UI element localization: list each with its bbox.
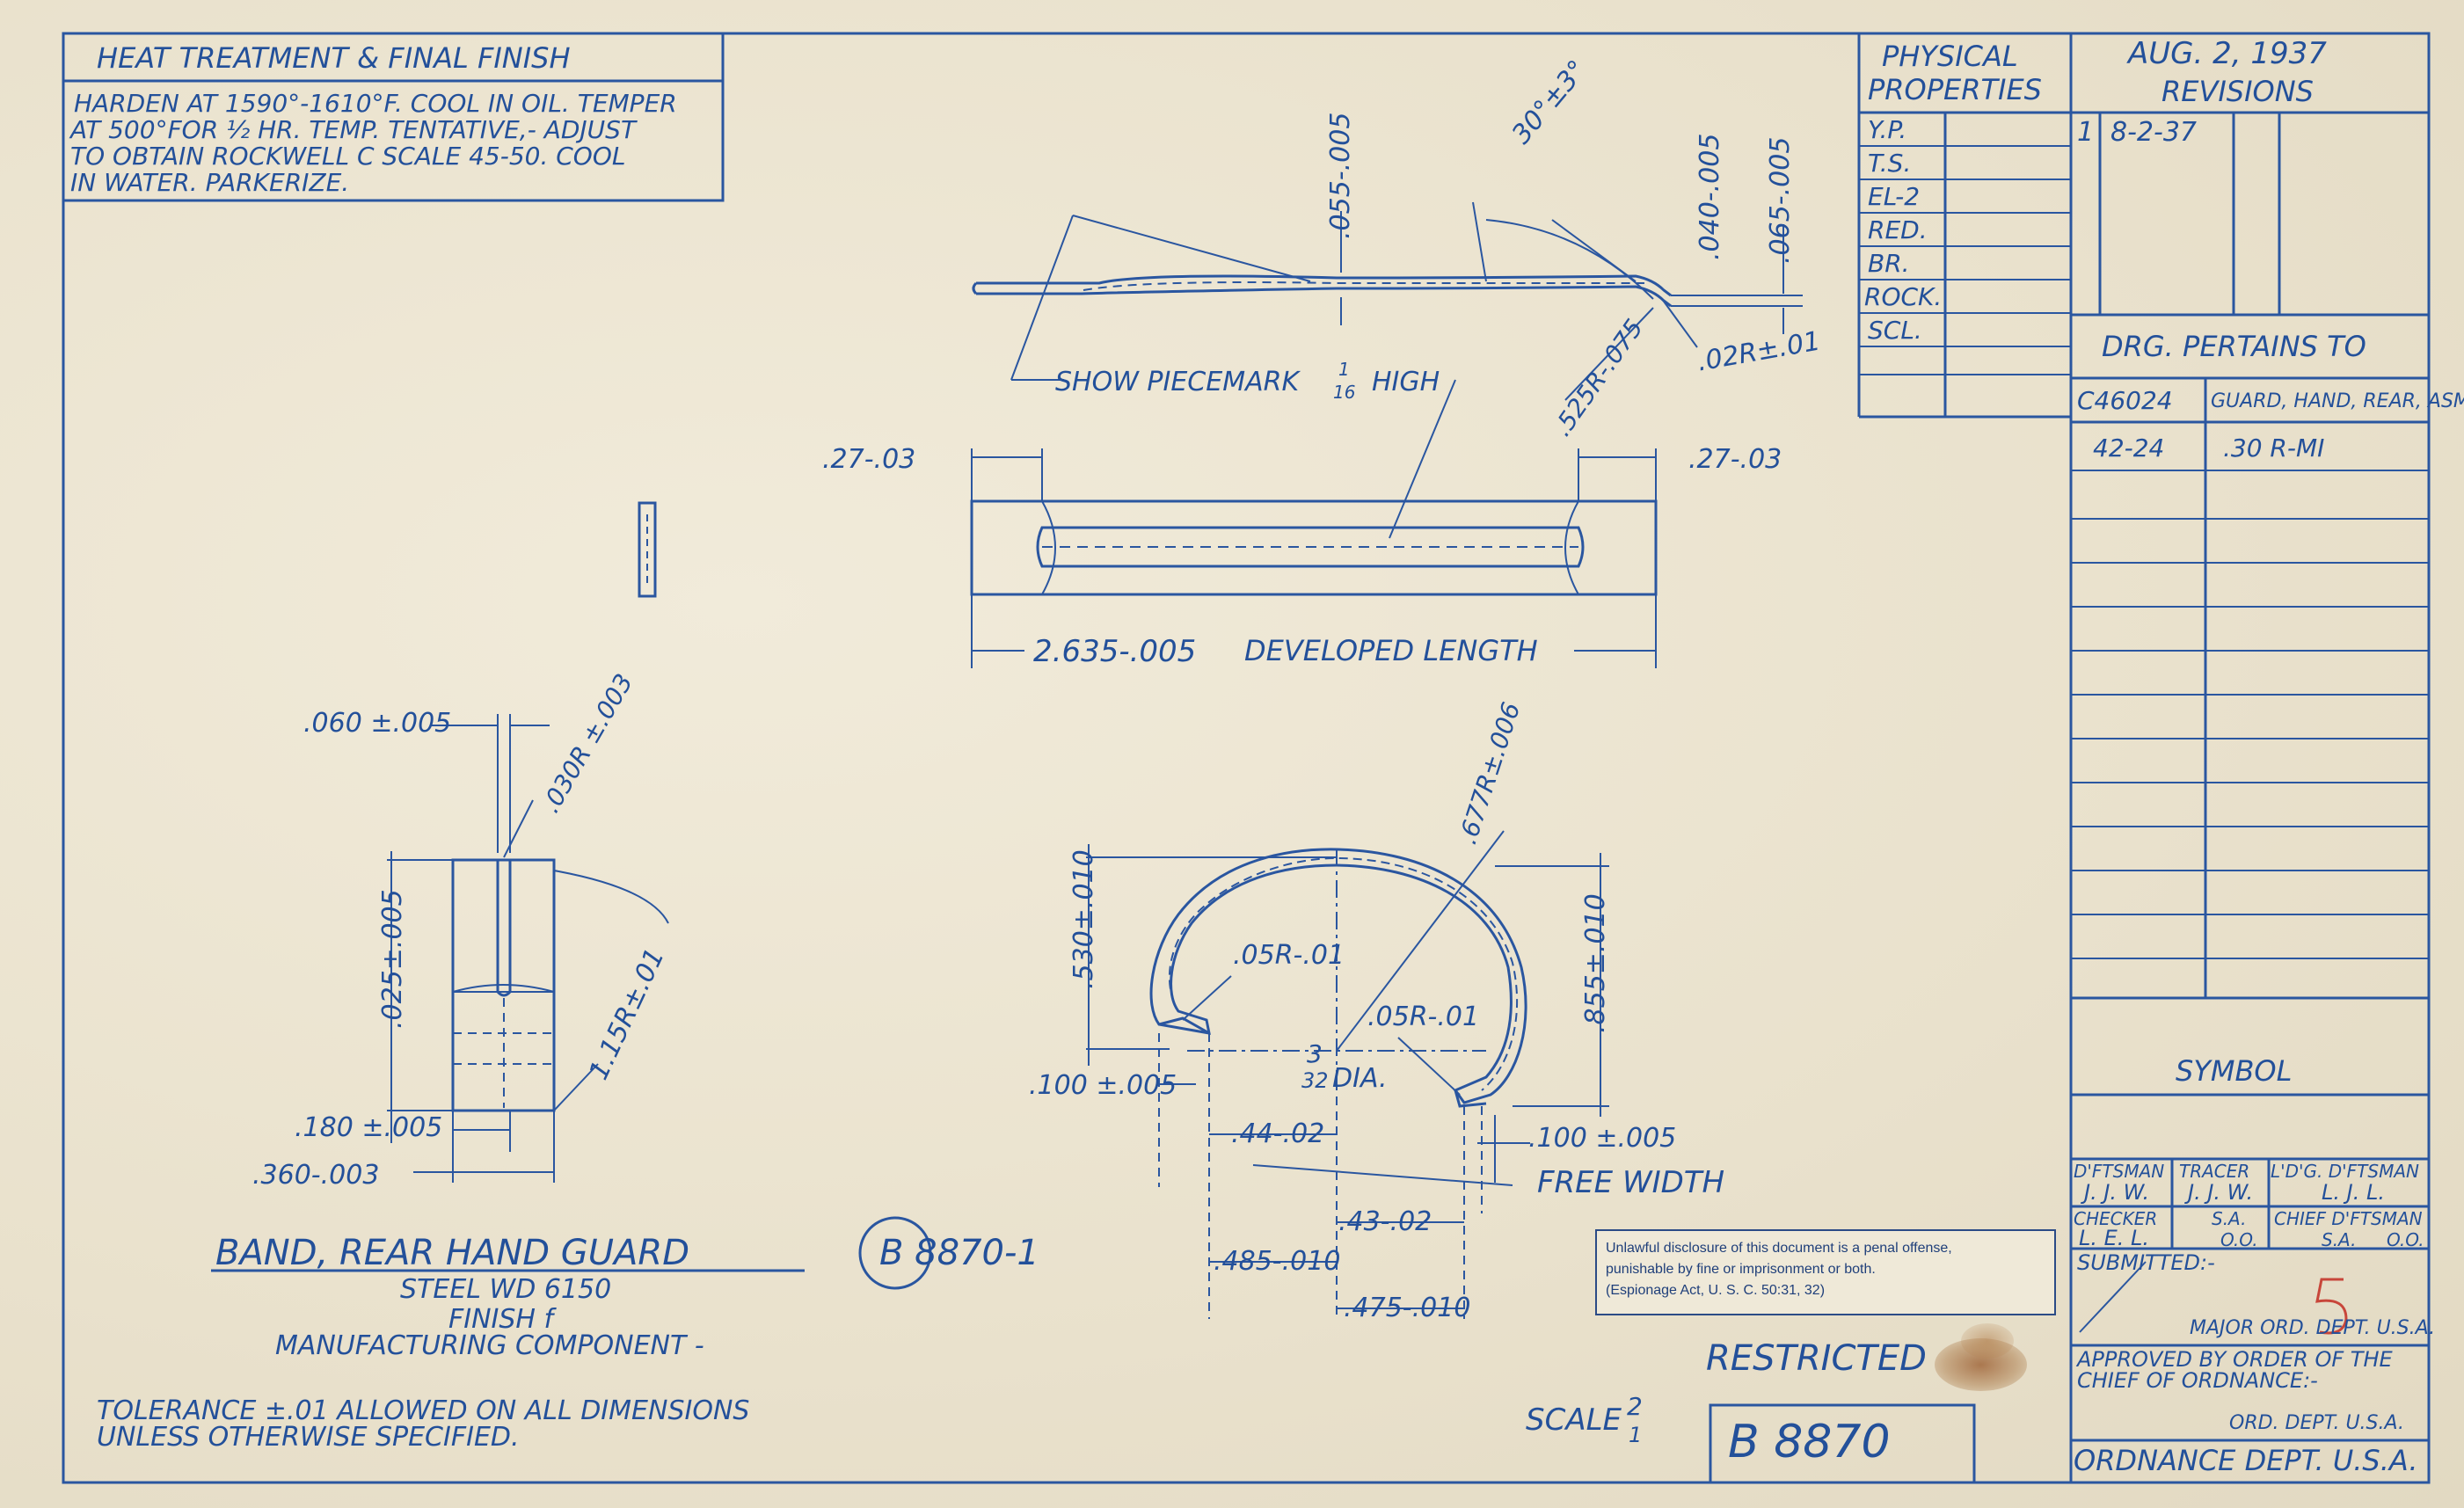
property-row-label: SCL.: [1868, 316, 1922, 345]
heat-treatment-box: [62, 32, 725, 202]
dim-05r-upper: .05R-.01: [1233, 940, 1345, 971]
heat-treatment-line: TO OBTAIN ROCKWELL C SCALE 45-50. COOL: [70, 142, 626, 171]
dim-065: .065-.005: [1765, 136, 1796, 264]
checker-initials: L. E. L.: [2079, 1226, 2150, 1250]
tracer-label: TRACER: [2179, 1161, 2250, 1182]
property-row-label: RED.: [1868, 215, 1928, 244]
piecemark-fraction-num: 1: [1338, 359, 1350, 380]
dim-180: .180 ±.005: [295, 1112, 443, 1143]
ldg-draftsman-label: L'D'G. D'FTSMAN: [2271, 1161, 2419, 1182]
part-name: BAND, REAR HAND GUARD: [215, 1233, 690, 1273]
dim-100-left: .100 ±.005: [1029, 1070, 1177, 1101]
checker-mark-2: O.O.: [2220, 1229, 2258, 1250]
sheet-border: [62, 32, 2431, 1484]
ldg-draftsman-initials: L. J. L.: [2322, 1180, 2385, 1205]
pertains-code: 42-24: [2093, 433, 2165, 463]
part-material: STEEL WD 6150: [400, 1274, 612, 1305]
notice-line-1: Unlawful disclosure of this document is …: [1606, 1241, 1952, 1256]
restricted-label: RESTRICTED: [1706, 1338, 1927, 1379]
approved-line-2: CHIEF OF ORDNANCE:-: [2077, 1368, 2318, 1393]
piecemark-high: HIGH: [1372, 367, 1440, 397]
dim-025: .025±.005: [377, 889, 408, 1029]
property-row-label: Y.P.: [1868, 115, 1907, 144]
dim-100-right: .100 ±.005: [1528, 1123, 1677, 1154]
espionage-notice: Unlawful disclosure of this document is …: [1595, 1229, 2056, 1315]
part-finish: FINISH f: [448, 1304, 554, 1335]
tolerance-line-2: UNLESS OTHERWISE SPECIFIED.: [97, 1422, 520, 1453]
dim-485: .485-.010: [1214, 1246, 1341, 1277]
dim-475: .475-.010: [1344, 1293, 1471, 1323]
dia-fraction-num: 3: [1307, 1039, 1323, 1068]
dim-developed-length: 2.635-.005: [1033, 634, 1197, 669]
revision-date: AUG. 2, 1937: [2128, 36, 2327, 71]
revision-entry-date: 8-2-37: [2110, 117, 2197, 148]
drawing-number-box: [1709, 1403, 1976, 1484]
dim-040: .040-.005: [1695, 133, 1725, 260]
approved-line-1: APPROVED BY ORDER OF THE: [2077, 1347, 2393, 1372]
revision-number: 1: [2077, 117, 2095, 148]
property-row-label: EL-2: [1868, 182, 1921, 211]
property-row-label: T.S.: [1868, 149, 1912, 178]
dim-43: .43-.02: [1338, 1206, 1432, 1237]
draftsman-initials: J. J. W.: [2084, 1180, 2150, 1205]
pertains-desc: .30 R-MI: [2223, 433, 2325, 463]
dim-44: .44-.02: [1231, 1118, 1325, 1149]
dia-fraction-den: 32: [1301, 1068, 1329, 1093]
draftsman-label: D'FTSMAN: [2074, 1161, 2165, 1182]
part-type: MANUFACTURING COMPONENT -: [275, 1330, 704, 1361]
chief-mark: S.A.: [2322, 1229, 2357, 1250]
dim-530: .530±.010: [1068, 849, 1099, 989]
dia-label: DIA.: [1332, 1063, 1388, 1094]
checker-label: CHECKER: [2074, 1208, 2158, 1229]
physical-properties-title-1: PHYSICAL: [1882, 40, 2018, 73]
scale-label: SCALE: [1526, 1402, 1622, 1438]
ordnance-label: ORDNANCE DEPT. U.S.A.: [2074, 1444, 2418, 1477]
heat-treatment-line: AT 500°FOR ½ HR. TEMP. TENTATIVE,- ADJUS…: [70, 115, 637, 144]
heat-treatment-title: HEAT TREATMENT & FINAL FINISH: [97, 41, 571, 75]
developed-length-label: DEVELOPED LENGTH: [1244, 634, 1538, 667]
dim-855: .855±.010: [1580, 893, 1611, 1033]
pertains-desc: GUARD, HAND, REAR, ASM.: [2211, 390, 2464, 412]
free-width-label: FREE WIDTH: [1537, 1165, 1725, 1200]
stain: [1961, 1323, 2014, 1359]
dim-360: .360-.003: [252, 1160, 380, 1191]
dim-27-right: .27-.03: [1688, 444, 1782, 475]
dim-05r-lower: .05R-.01: [1367, 1002, 1480, 1032]
dim-27-left: .27-.03: [822, 444, 916, 475]
scale-numerator: 2: [1627, 1392, 1643, 1421]
checker-mark: S.A.: [2212, 1208, 2247, 1229]
drawing-number: B 8870: [1728, 1416, 1891, 1468]
scale-denominator: 1: [1629, 1423, 1643, 1447]
physical-properties-title-2: PROPERTIES: [1868, 73, 2042, 106]
pertains-code: C46024: [2077, 386, 2173, 415]
dim-060: .060 ±.005: [303, 708, 452, 739]
property-row-label: BR.: [1868, 249, 1910, 278]
pertains-title: DRG. PERTAINS TO: [2102, 330, 2366, 363]
chief-draftsman-label: CHIEF D'FTSMAN: [2274, 1208, 2423, 1229]
part-number: B 8870-1: [879, 1233, 1039, 1273]
notice-line-2: punishable by fine or imprisonment or bo…: [1606, 1262, 1876, 1277]
tolerance-line-1: TOLERANCE ±.01 ALLOWED ON ALL DIMENSIONS: [97, 1395, 750, 1426]
piecemark-note: SHOW PIECEMARK: [1055, 367, 1300, 397]
symbol-label: SYMBOL: [2176, 1054, 2293, 1088]
chief-mark-2: O.O.: [2387, 1229, 2424, 1250]
property-row-label: ROCK.: [1864, 282, 1943, 311]
notice-line-3: (Espionage Act, U. S. C. 50:31, 32): [1606, 1283, 1826, 1298]
tracer-initials: J. J. W.: [2188, 1180, 2254, 1205]
major-label: MAJOR ORD. DEPT. U.S.A.: [2190, 1317, 2436, 1339]
heat-treatment-line: HARDEN AT 1590°-1610°F. COOL IN OIL. TEM…: [74, 89, 677, 118]
submitted-label: SUBMITTED:-: [2077, 1250, 2215, 1275]
piecemark-fraction-den: 16: [1333, 382, 1356, 403]
revisions-title: REVISIONS: [2161, 75, 2314, 108]
heat-treatment-line: IN WATER. PARKERIZE.: [70, 168, 350, 197]
ord-dept-label: ORD. DEPT. U.S.A.: [2229, 1412, 2404, 1434]
dim-055: .055-.005: [1325, 112, 1356, 239]
